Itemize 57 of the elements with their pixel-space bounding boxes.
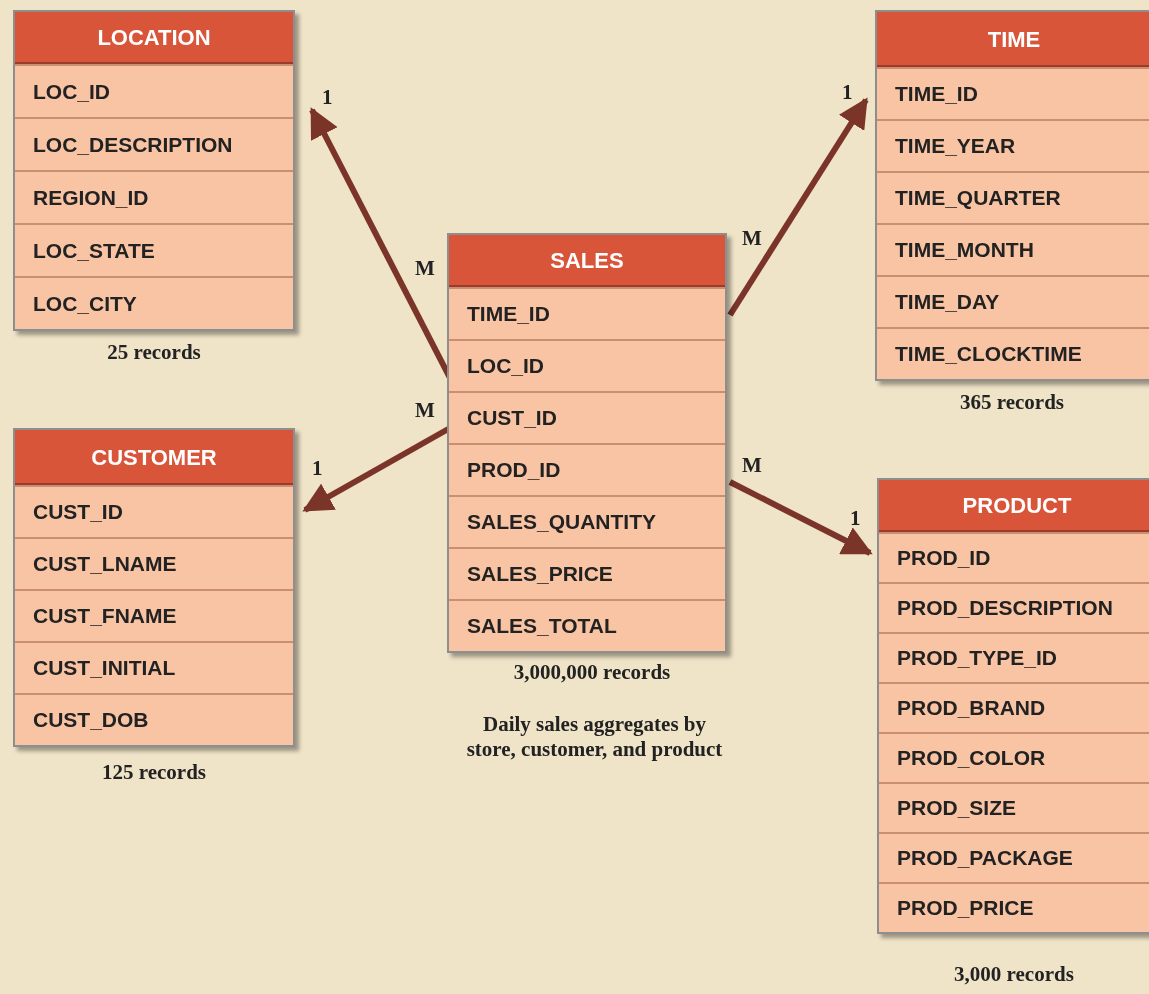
field-row: CUST_DOB — [15, 693, 293, 745]
field-row: CUST_ID — [15, 485, 293, 537]
field-row: TIME_QUARTER — [877, 171, 1149, 223]
field-row: PROD_TYPE_ID — [879, 632, 1149, 682]
field-row: TIME_MONTH — [877, 223, 1149, 275]
field-row: TIME_ID — [449, 287, 725, 339]
record-count: 3,000 records — [953, 962, 1075, 987]
cardinality-label: 1 — [312, 456, 323, 481]
field-row: REGION_ID — [15, 170, 293, 223]
table-header: PRODUCT — [879, 480, 1149, 532]
cardinality-label: M — [742, 453, 762, 478]
arrow — [727, 97, 869, 317]
table — [447, 233, 727, 653]
field-row: PROD_COLOR — [879, 732, 1149, 782]
field-row: TIME_YEAR — [877, 119, 1149, 171]
table-header: LOCATION — [15, 12, 293, 64]
record-count: 365 records — [959, 390, 1065, 415]
field-row: PROD_SIZE — [879, 782, 1149, 832]
field-row: CUST_FNAME — [15, 589, 293, 641]
field-row: PROD_ID — [449, 443, 725, 495]
field-row: TIME_CLOCKTIME — [877, 327, 1149, 379]
cardinality-label: 1 — [850, 506, 861, 531]
field-row: LOC_ID — [15, 64, 293, 117]
arrow — [728, 479, 873, 556]
field-row: SALES_TOTAL — [449, 599, 725, 651]
field-row: SALES_QUANTITY — [449, 495, 725, 547]
note-text: Daily sales aggregates by store, customer, and product — [465, 712, 724, 762]
field-row: TIME_DAY — [877, 275, 1149, 327]
cardinality-label: 1 — [322, 85, 333, 110]
table-header: CUSTOMER — [15, 430, 293, 485]
field-row: TIME_ID — [877, 67, 1149, 119]
record-count: 125 records — [101, 760, 207, 785]
cardinality-label: M — [415, 256, 435, 281]
record-count: 3,000,000 records — [512, 660, 672, 685]
record-count: 25 records — [106, 340, 202, 365]
table — [13, 10, 295, 331]
field-row: CUST_LNAME — [15, 537, 293, 589]
cardinality-label: 1 — [842, 80, 853, 105]
field-row: LOC_CITY — [15, 276, 293, 329]
table — [13, 428, 295, 747]
field-row: PROD_PACKAGE — [879, 832, 1149, 882]
field-row: PROD_BRAND — [879, 682, 1149, 732]
field-row: LOC_STATE — [15, 223, 293, 276]
cardinality-label: M — [742, 226, 762, 251]
table-header: SALES — [449, 235, 725, 287]
field-row: CUST_INITIAL — [15, 641, 293, 693]
table-header: TIME — [877, 12, 1149, 67]
field-row: LOC_ID — [449, 339, 725, 391]
field-row: CUST_ID — [449, 391, 725, 443]
cardinality-label: M — [415, 398, 435, 423]
table — [875, 10, 1149, 381]
field-row: PROD_ID — [879, 532, 1149, 582]
field-row: PROD_PRICE — [879, 882, 1149, 932]
table — [877, 478, 1149, 934]
field-row: SALES_PRICE — [449, 547, 725, 599]
field-row: LOC_DESCRIPTION — [15, 117, 293, 170]
field-row: PROD_DESCRIPTION — [879, 582, 1149, 632]
